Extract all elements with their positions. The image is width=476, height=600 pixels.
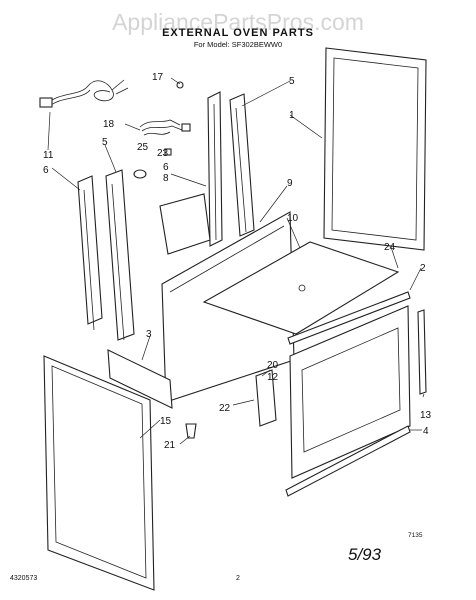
callout-9: 9 [287, 178, 293, 189]
revision-date: 5/93 [348, 545, 382, 564]
page-number: 2 [236, 575, 240, 582]
callout-12: 12 [267, 372, 279, 383]
document-number: 4320573 [10, 575, 37, 582]
side-panel-right-part [323, 47, 427, 251]
rail-back-right-part [229, 93, 255, 237]
vent-duct-part [159, 193, 211, 255]
callout-24: 24 [384, 242, 396, 253]
callout-21: 21 [164, 440, 176, 451]
model-subtitle: For Model: SF302BEWW0 [194, 40, 282, 49]
callout-5-left: 5 [102, 137, 108, 148]
callout-10: 10 [287, 213, 299, 224]
callout-1: 1 [289, 110, 295, 121]
leader-lines [47, 77, 425, 445]
bottom-trim-part [285, 425, 411, 497]
side-strip-part [417, 309, 427, 395]
base-support-part [107, 349, 173, 409]
callout-4: 4 [423, 426, 429, 437]
diagram-title: EXTERNAL OVEN PARTS [162, 27, 314, 39]
callout-15: 15 [160, 416, 172, 427]
callout-18: 18 [103, 119, 115, 130]
callout-17: 17 [152, 72, 164, 83]
callout-5-top: 5 [289, 76, 295, 87]
leveling-leg-part [185, 423, 197, 439]
revision-code: 7135 [408, 532, 423, 539]
bracket-part [255, 369, 277, 427]
top-plate-part [202, 241, 400, 335]
callout-22: 22 [219, 403, 231, 414]
callout-11: 11 [43, 150, 54, 161]
callout-6-center: 6 [163, 162, 169, 173]
foot-part [133, 169, 147, 179]
callout-13: 13 [420, 410, 432, 421]
callout-23: 23 [157, 148, 169, 159]
door-frame-part [289, 305, 411, 479]
callout-6-left: 6 [43, 165, 49, 176]
watermark: AppliancePartsPros.com [112, 9, 364, 35]
callout-25: 25 [137, 142, 149, 153]
callout-8: 8 [163, 173, 169, 184]
rail-left-outer-part [77, 175, 103, 331]
side-panel-left-part [43, 355, 155, 591]
callout-20: 20 [267, 360, 279, 371]
callout-2: 2 [420, 263, 426, 274]
clip-part [164, 148, 172, 156]
callout-3: 3 [146, 329, 152, 340]
rail-left-inner-part [105, 169, 135, 341]
rail-back-left-part [207, 91, 223, 247]
screw-part [176, 81, 184, 89]
wire-harness-part [139, 119, 191, 136]
trim-strip-part [287, 291, 411, 345]
callout-labels: 17 5 1 18 25 23 11 6 5 6 8 9 10 24 2 3 2… [43, 72, 432, 451]
power-cord-part [39, 79, 129, 108]
